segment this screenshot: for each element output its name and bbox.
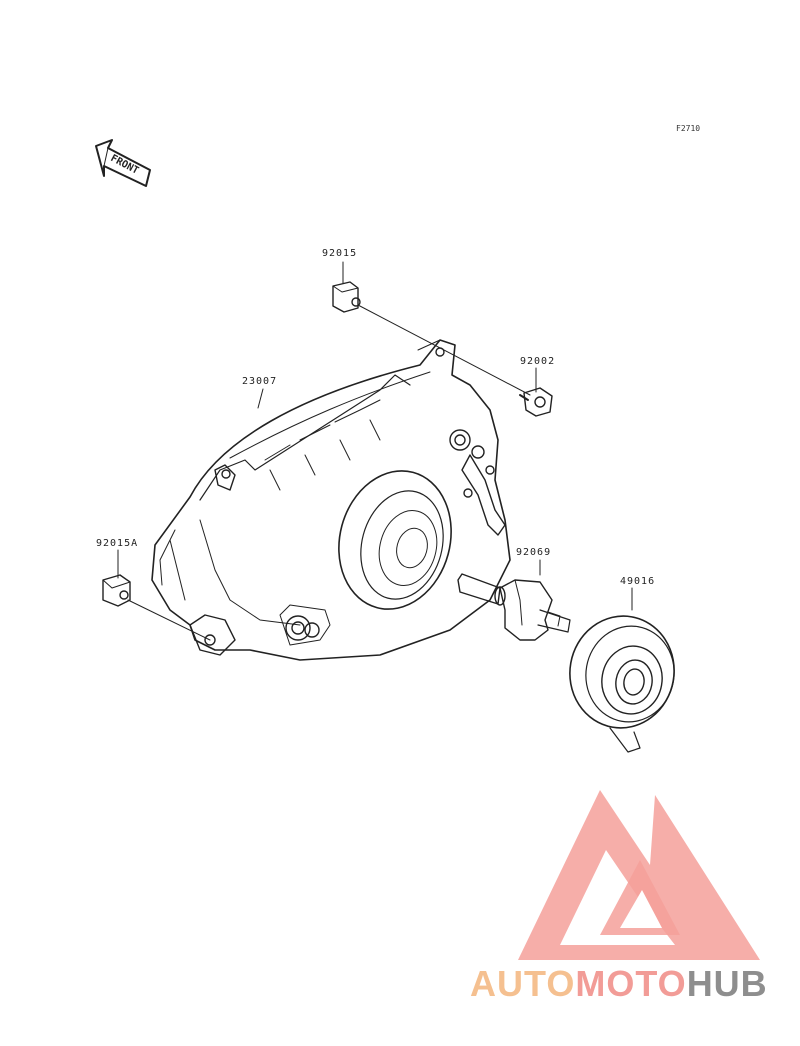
headlight-housing-23007: [151, 339, 511, 661]
clip-nut-92015a: [102, 574, 131, 607]
bulb-socket-cover-49016: [569, 615, 675, 753]
leader-lines: [117, 261, 633, 641]
clip-nut-92015: [332, 281, 361, 313]
front-arrow-icon: FRONT: [95, 139, 151, 187]
bulb-92069: [457, 573, 571, 641]
screw-92002: [519, 387, 553, 417]
figure-reference: F2710: [676, 124, 701, 133]
watermark-auto: AUTO: [470, 963, 576, 1004]
watermark-text: AUTOMOTOHUB: [470, 963, 768, 1005]
watermark-hub: HUB: [686, 963, 768, 1004]
part-label-92015: 92015: [322, 248, 358, 259]
part-label-23007: 23007: [242, 376, 278, 387]
part-label-92015a: 92015A: [96, 538, 139, 549]
watermark-logo: [518, 790, 760, 960]
part-label-92002: 92002: [520, 356, 556, 367]
watermark-moto: MOTO: [575, 963, 687, 1004]
part-label-49016: 49016: [620, 576, 656, 587]
part-label-92069: 92069: [516, 547, 552, 558]
